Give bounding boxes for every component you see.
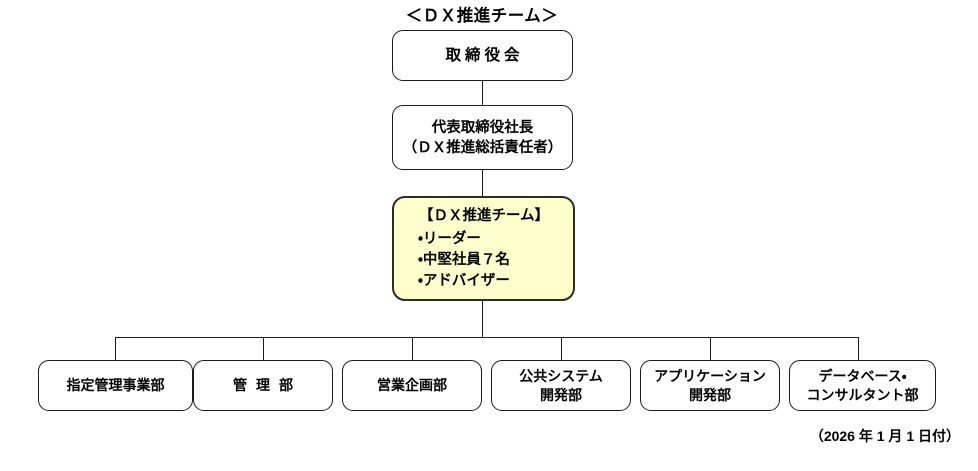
- chart-title: ＜ＤＸ推進チーム＞: [405, 7, 559, 25]
- node-dx-team-member-3: ・アドバイザー: [418, 273, 510, 289]
- node-dx-promotion-team: 【ＤＸ推進チーム】 ・リーダー ・中堅社員７名 ・アドバイザー: [392, 196, 575, 301]
- node-department-2-line1: 管理部: [233, 377, 302, 394]
- connector-drop-dept-4: [561, 337, 562, 360]
- node-dx-team-member-2: ・中堅社員７名: [418, 252, 510, 268]
- node-department-6-line2: コンサルタント部: [806, 386, 919, 403]
- node-president-line2: （ＤＸ推進総括責任者）: [402, 139, 563, 156]
- node-department-4-line1: 公共システム: [519, 367, 603, 384]
- connector-drop-dept-5: [710, 337, 711, 360]
- node-dx-team-heading: 【ＤＸ推進チーム】: [418, 208, 550, 224]
- node-department-public-system: 公共システム 開発部: [491, 360, 631, 411]
- node-president: 代表取締役社長 （ＤＸ推進総括責任者）: [392, 105, 573, 170]
- effective-date-footnote: （2026 年 1 月 1 日付）: [809, 428, 960, 444]
- connector-president-to-dx-team: [482, 170, 483, 196]
- node-department-1-line1: 指定管理事業部: [66, 377, 165, 394]
- connector-dx-team-to-bus: [482, 301, 483, 338]
- node-department-eigyo-kikaku: 営業企画部: [342, 360, 482, 411]
- connector-board-to-president: [482, 81, 483, 105]
- node-department-database-consultant: データベース・ コンサルタント部: [789, 360, 936, 411]
- node-president-line1: 代表取締役社長: [431, 119, 534, 136]
- node-department-shitei-kanri: 指定管理事業部: [38, 360, 193, 411]
- node-department-application: アプリケーション 開発部: [640, 360, 780, 411]
- node-department-5-line2: 開発部: [689, 386, 731, 403]
- connector-drop-dept-1: [115, 337, 116, 360]
- node-board-label: 取締役会: [445, 46, 524, 64]
- node-department-3-line1: 営業企画部: [377, 377, 447, 394]
- node-department-6-line1: データベース・: [818, 367, 907, 384]
- node-department-4-line2: 開発部: [540, 386, 582, 403]
- connector-drop-dept-2: [263, 337, 264, 360]
- node-dx-team-member-1: ・リーダー: [418, 231, 481, 247]
- connector-horizontal-bus: [115, 337, 859, 338]
- connector-drop-dept-6: [858, 337, 859, 360]
- node-department-5-line1: アプリケーション: [654, 367, 766, 384]
- node-department-kanri: 管理部: [193, 360, 333, 411]
- node-board-of-directors: 取締役会: [392, 30, 573, 81]
- connector-drop-dept-3: [412, 337, 413, 360]
